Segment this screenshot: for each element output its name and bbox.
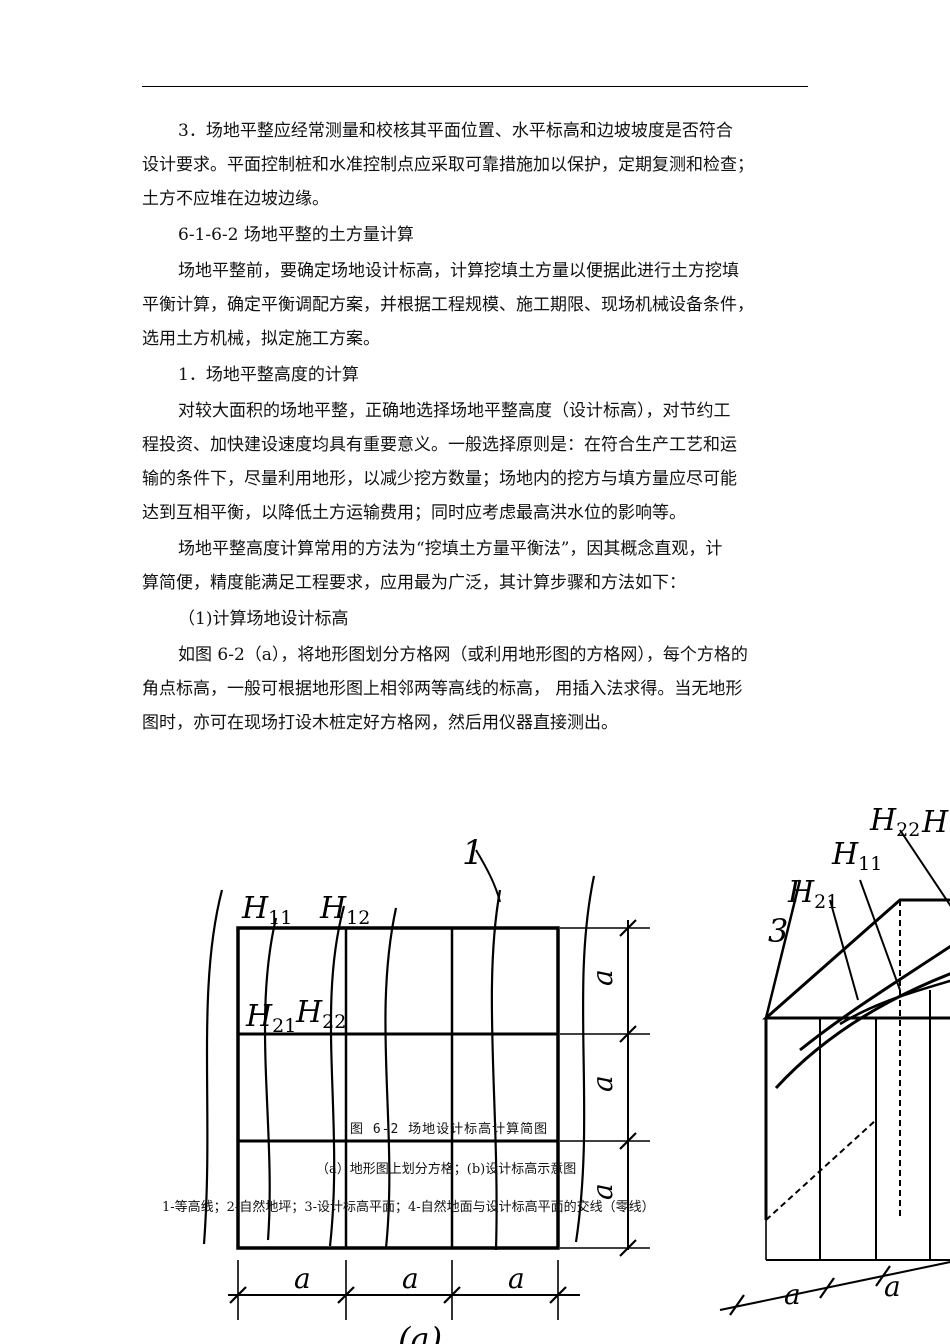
figure-caption-legend: 1-等高线；2-自然地坪；3-设计标高平面；4-自然地面与设计标高平面的交线（零… [162,1200,655,1215]
text-line: 1．场地平整高度的计算 [178,365,359,385]
text-line: 程投资、加快建设速度均具有重要意义。一般选择原则是：在符合生产工艺和运 [142,435,737,455]
text-line: 6-1-6-2 场地平整的土方量计算 [178,225,414,245]
panel-a-label: (a) [398,1320,442,1344]
paragraph-p6: 场地平整高度计算常用的方法为“挖填土方量平衡法”，因其概念直观，计算简便，精度能… [142,532,810,600]
iso-dim-label-2: a [884,1270,901,1303]
text-line: 图时，亦可在现场打设木桩定好方格网，然后用仪器直接测出。 [142,713,618,733]
paragraph-p1: 3．场地平整应经常测量和校核其平面位置、水平标高和边坡坡度是否符合设计要求。平面… [142,114,810,216]
paragraph-p7: （1)计算场地设计标高 [142,602,810,636]
grid-panel-a [202,849,650,1320]
contour-line-6 [574,875,596,1243]
text-line: 设计要求。平面控制桩和水准控制点应采取可靠措施加以保护，定期复测和检查； [142,155,754,175]
iso-ground-curve-1 [774,972,950,1090]
iso-ground-curve-2 [799,944,950,1052]
label-contour-1: 1 [462,833,484,873]
contour-line-2 [263,917,278,1241]
grid-labels: H11 H12 H21 H22 1 a a a a a a (a) [241,833,619,1344]
dim-label-right-3: a [586,1183,619,1200]
text-line: 平衡计算，确定平衡调配方案，并根据工程规模、施工期限、现场机械设备条件， [142,295,754,315]
iso-label-h1x: H1 [921,805,950,843]
figure-drawing: H11 H12 H21 H22 1 a a a a a a (a) [202,803,950,1344]
label-h12: H12 [319,891,370,929]
text-line: 3．场地平整应经常测量和校核其平面位置、水平标高和边坡坡度是否符合 [178,121,733,141]
paragraph-p3: 场地平整前，要确定场地设计标高，计算挖填土方量以便据此进行土方挖填平衡计算，确定… [142,254,810,356]
dim-label-bottom-1: a [294,1262,311,1295]
text-line: 算简便，精度能满足工程要求，应用最为广泛，其计算步骤和方法如下： [142,573,686,593]
text-line: 场地平整前，要确定场地设计标高，计算挖填土方量以便据此进行土方挖填 [178,261,739,281]
paragraph-p5: 对较大面积的场地平整，正确地选择场地平整高度（设计标高），对节约工程投资、加快建… [142,394,810,530]
contour-line-4 [384,907,398,1249]
label-h21: H21 [245,999,296,1037]
figure-6-2: H11 H12 H21 H22 1 a a a a a a (a) [0,790,950,1344]
iso-label-h21: H21 [787,875,838,913]
iso-label-h22: H22 [869,803,920,841]
contour-line-1 [202,889,224,1245]
grid-frame [236,926,560,1250]
text-line: 输的条件下，尽量利用地形，以减少挖方数量；场地内的挖方与填方量应尽可能 [142,469,737,489]
text-line: （1)计算场地设计标高 [178,609,349,629]
iso-leader-3 [764,879,802,1019]
contour-line-5 [490,889,502,1251]
text-line: 土方不应堆在边坡边缘。 [142,189,329,209]
iso-label-3: 3 [768,912,788,950]
dim-label-bottom-3: a [508,1262,525,1295]
contour-line-3 [328,905,346,1247]
text-line: 达到互相平衡，以降低土方运输费用；同时应考虑最高洪水位的影响等。 [142,503,686,523]
text-line: 选用土方机械，拟定施工方案。 [142,329,380,349]
paragraph-p8: 如图 6-2（a），将地形图划分方格网（或利用地形图的方格网），每个方格的角点标… [142,638,810,740]
text-line: 场地平整高度计算常用的方法为“挖填土方量平衡法”，因其概念直观，计 [178,539,723,559]
iso-leader-h22 [899,829,950,907]
label-h11: H11 [241,891,292,929]
iso-leader-h11 [859,879,901,991]
label-h22: H22 [295,995,346,1033]
iso-label-h11: H11 [831,837,882,875]
figure-caption-subtitle: （a）地形图上划分方格；(b)设计标高示意图 [316,1162,577,1177]
dim-label-right-2: a [586,1075,619,1092]
paragraph-p2: 6-1-6-2 场地平整的土方量计算 [142,218,810,252]
iso-labels: H22 H1 H11 H21 3 a a [768,803,950,1311]
text-line: 角点标高，一般可根据地形图上相邻两等高线的标高， 用插入法求得。当无地形 [142,679,743,699]
figure-caption-title: 图 6-2 场地设计标高计算简图 [350,1122,549,1137]
text-line: 对较大面积的场地平整，正确地选择场地平整高度（设计标高），对节约工 [178,401,731,421]
iso-top-face [762,898,950,1020]
paragraph-p4: 1．场地平整高度的计算 [142,358,810,392]
iso-dim-line [719,1261,950,1311]
iso-ground-curve-3 [839,979,950,1026]
iso-leader-h21 [829,899,859,1001]
iso-panel-b [719,829,950,1316]
dim-label-bottom-2: a [402,1262,419,1295]
text-line: 如图 6-2（a），将地形图划分方格网（或利用地形图的方格网），每个方格的 [178,645,748,665]
header-rule [142,86,808,87]
iso-dim-label-1: a [784,1278,801,1311]
dim-label-right-1: a [586,969,619,986]
contour-leader [475,849,501,903]
